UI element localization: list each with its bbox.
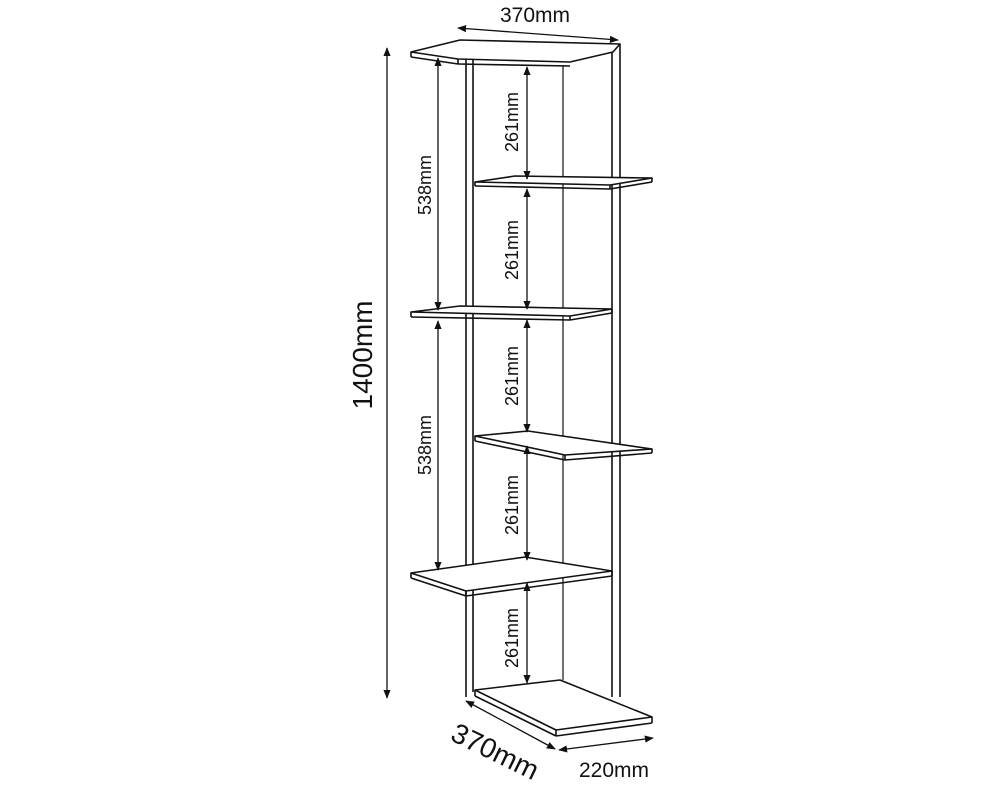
left-side-panel [465, 60, 474, 697]
dim-gap-1: 261mm [502, 66, 531, 180]
shelf-bottom [474, 679, 653, 737]
dim-gap-5: 261mm [502, 582, 531, 684]
label-span-upper: 538mm [415, 155, 435, 215]
label-gap-1: 261mm [502, 92, 522, 152]
dim-gap-4: 261mm [502, 445, 531, 561]
shelf-4 [474, 430, 653, 461]
shelf-top [410, 39, 621, 67]
dim-gap-3: 261mm [502, 319, 531, 433]
shelf-2 [474, 175, 653, 190]
label-bottom-depth: 370mm [446, 717, 544, 786]
dim-bottom-width: 220mm [558, 735, 654, 782]
dim-top-width: 370mm [457, 4, 619, 43]
shelf-5 [410, 556, 613, 597]
label-overall-height: 1400mm [347, 301, 378, 410]
right-side-panel [611, 44, 621, 697]
label-top-width: 370mm [500, 4, 570, 27]
label-gap-4: 261mm [502, 475, 522, 535]
label-gap-5: 261mm [502, 608, 522, 668]
label-gap-2: 261mm [502, 220, 522, 280]
dim-overall-height: 1400mm [347, 47, 391, 699]
shelf-3 [410, 305, 613, 321]
label-span-lower: 538mm [415, 415, 435, 475]
label-gap-3: 261mm [502, 346, 522, 406]
dim-span-lower: 538mm [415, 320, 442, 571]
label-bottom-width: 220mm [579, 759, 649, 782]
dim-span-upper: 538mm [415, 57, 442, 311]
dim-gap-2: 261mm [502, 188, 531, 310]
